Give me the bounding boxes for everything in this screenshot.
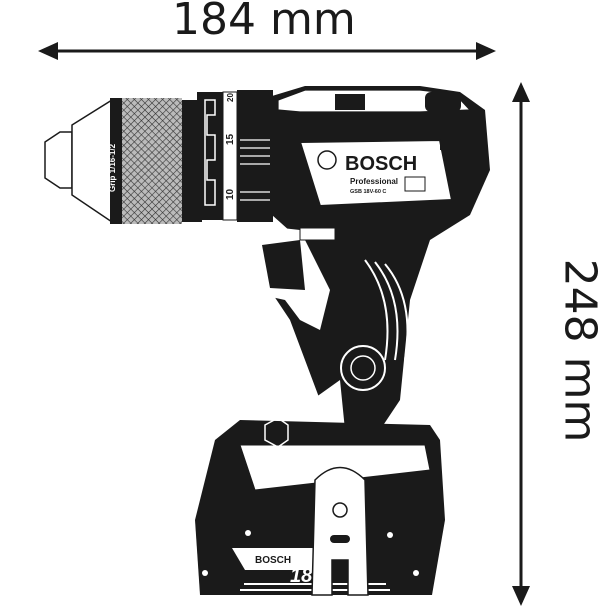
brand-logo: BOSCH: [345, 153, 417, 175]
clutch-ring: 10 15 20: [197, 91, 238, 221]
chuck-tip: [44, 98, 113, 224]
chuck-sleeve: Grip 1/16-1/2: [108, 98, 202, 224]
width-dimension-label: 184 mm: [172, 0, 356, 45]
motor-housing: BOSCH Professional GSB 18V-60 C: [272, 86, 490, 245]
svg-text:15: 15: [225, 133, 236, 145]
battery-pack: BOSCH 18: [195, 417, 445, 596]
chuck-label: Grip 1/16-1/2: [108, 143, 117, 192]
mode-ring: [237, 90, 273, 222]
battery-voltage-label: 18: [290, 565, 313, 587]
handle: [255, 225, 430, 440]
battery-brand-label: BOSCH: [255, 555, 291, 566]
svg-text:10: 10: [225, 188, 236, 200]
svg-text:Professional: Professional: [350, 177, 398, 186]
width-dimension-arrow: [38, 42, 496, 60]
svg-text:GSB 18V-60 C: GSB 18V-60 C: [350, 189, 386, 195]
svg-text:20: 20: [226, 93, 235, 102]
height-dimension-arrow: [512, 82, 530, 606]
